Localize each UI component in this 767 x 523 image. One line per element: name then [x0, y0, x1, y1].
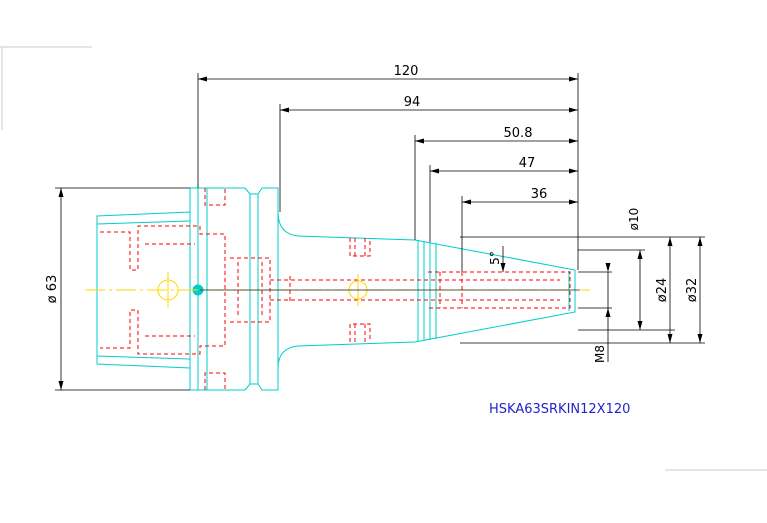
dim-length-50-8: 50.8	[504, 126, 533, 141]
dim-overall-length: 120	[394, 64, 419, 79]
part-name-label: HSKA63SRKIN12X120	[489, 402, 630, 417]
dim-diameter-24: ø24	[655, 278, 670, 303]
dimension-lines	[55, 73, 705, 391]
hidden-lines	[100, 188, 571, 390]
dim-flange-diameter: ø 63	[45, 275, 60, 304]
dim-length-47: 47	[519, 156, 536, 171]
dim-diameter-10: ø10	[627, 208, 641, 231]
dim-diameter-32: ø32	[685, 278, 700, 303]
part-outline	[96, 187, 576, 391]
dim-length-94: 94	[404, 95, 421, 110]
dimension-arrows	[58, 76, 703, 390]
sheet-border	[0, 46, 767, 471]
dim-taper-angle: 5°	[488, 251, 502, 265]
center-hole	[157, 279, 179, 301]
dim-length-36: 36	[531, 187, 548, 202]
dim-thread: M8	[593, 345, 607, 363]
